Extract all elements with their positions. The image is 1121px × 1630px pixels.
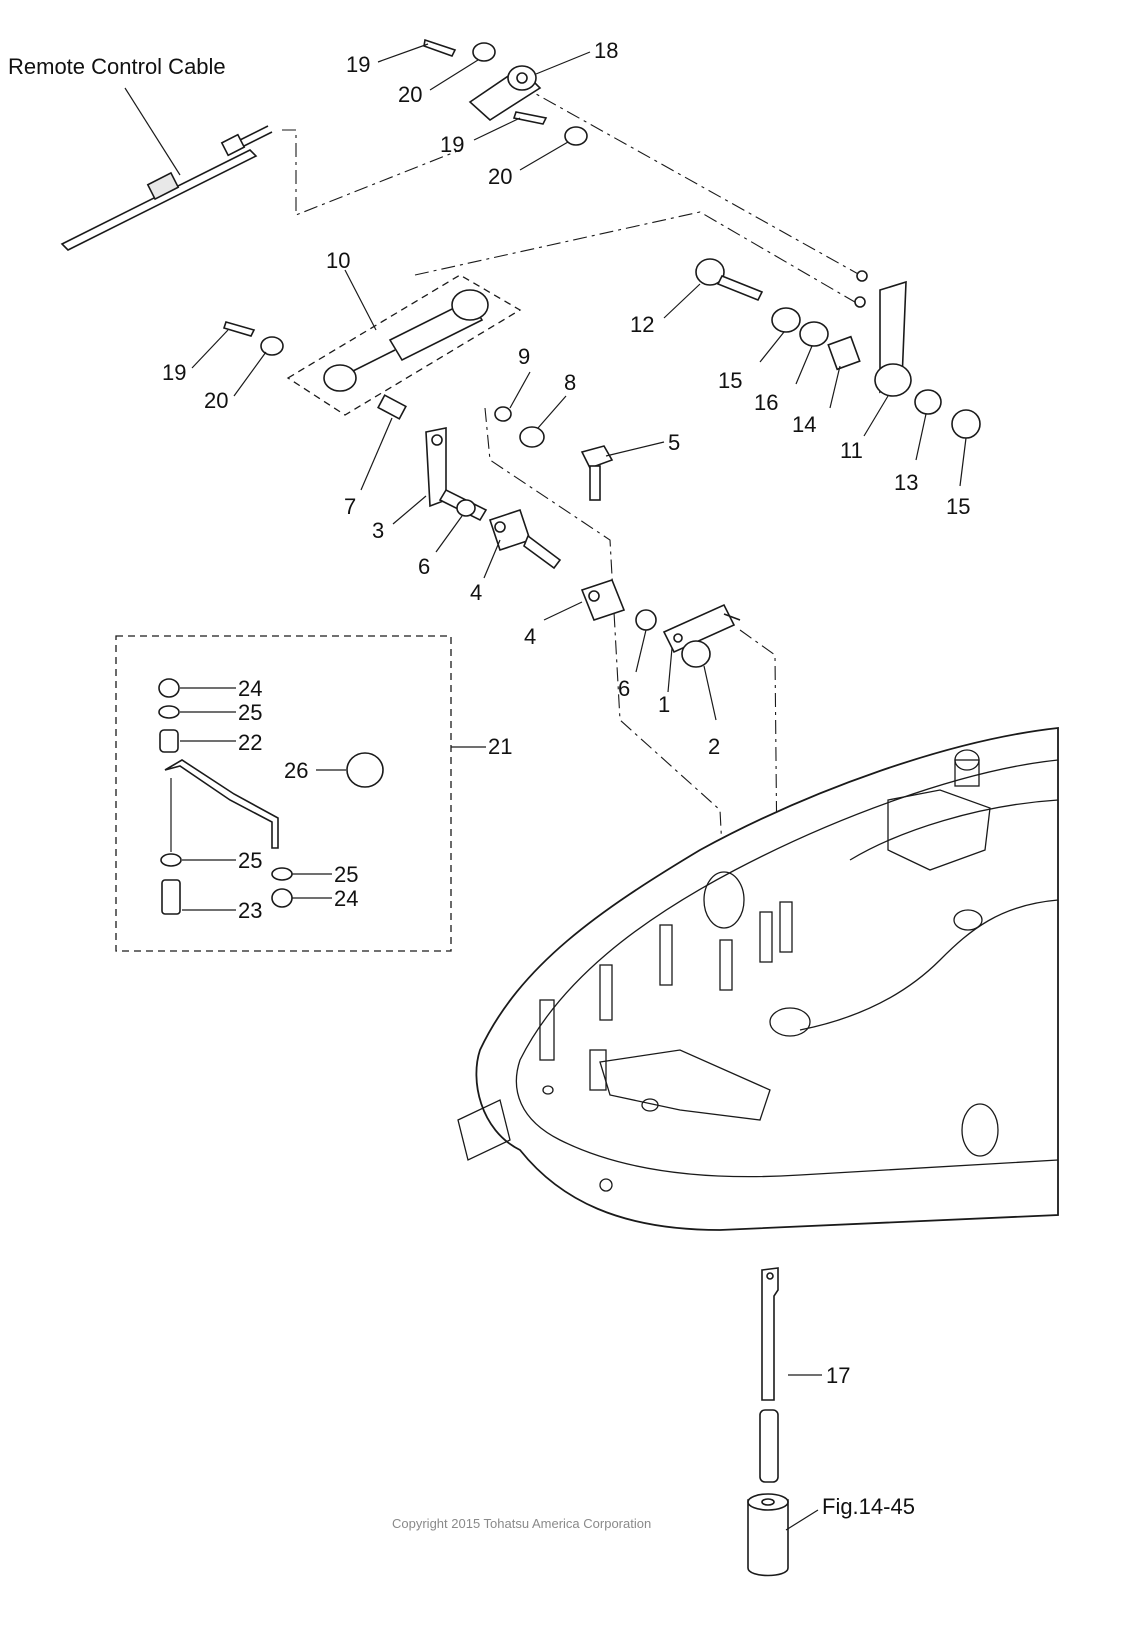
callout-15-b: 15 [946, 494, 970, 519]
callout-25-a: 25 [238, 700, 262, 725]
part-5-bolt[interactable] [580, 445, 614, 501]
callout-20-c: 20 [204, 388, 228, 413]
bottom-cowling [457, 726, 1059, 1231]
callout-16: 16 [754, 390, 778, 415]
leader-remote-cable [124, 87, 181, 176]
part-24-nut-a[interactable] [158, 678, 180, 698]
callout-24-b: 24 [334, 886, 358, 911]
callout-20-a: 20 [398, 82, 422, 107]
part-4-joint-b[interactable] [580, 579, 626, 621]
callout-18: 18 [594, 38, 618, 63]
callout-2: 2 [708, 734, 720, 759]
callout-11: 11 [840, 438, 863, 463]
part-20-washer-left[interactable] [260, 336, 284, 356]
fig-ref-label: Fig.14-45 [822, 1494, 915, 1519]
part-19-clip-left[interactable] [222, 321, 256, 337]
callout-labels: 19 20 18 19 20 10 19 20 9 8 5 7 3 6 4 4 … [162, 38, 970, 1519]
part-2-nut[interactable] [681, 640, 711, 668]
part-6-washer-b[interactable] [635, 609, 657, 631]
part-1-link-plate[interactable] [662, 603, 741, 654]
callout-24-a: 24 [238, 676, 262, 701]
part-6-washer-a[interactable] [456, 499, 476, 517]
part-20-washer-upper[interactable] [472, 42, 496, 62]
part-16-washer[interactable] [799, 321, 829, 347]
part-13-bushing[interactable] [914, 389, 942, 415]
callout-8: 8 [564, 370, 576, 395]
copyright-text: Copyright 2015 Tohatsu America Corporati… [392, 1516, 651, 1531]
callout-4-b: 4 [524, 624, 536, 649]
callout-6-b: 6 [618, 676, 630, 701]
part-7-pin[interactable] [377, 394, 407, 420]
callout-22: 22 [238, 730, 262, 755]
part-25-washer-a[interactable] [158, 705, 180, 719]
part-shift-coupler[interactable] [747, 1493, 789, 1577]
callout-3: 3 [372, 518, 384, 543]
callout-13: 13 [894, 470, 918, 495]
cable-guide-line [282, 129, 461, 216]
part-18-joint[interactable] [468, 65, 542, 122]
callout-12: 12 [630, 312, 654, 337]
callout-1: 1 [658, 692, 670, 717]
part-26-flange-nut[interactable] [346, 752, 384, 788]
callout-25-c: 25 [334, 862, 358, 887]
part-19-clip-upper[interactable] [423, 38, 457, 57]
part-14-collar[interactable] [827, 335, 861, 371]
callout-21: 21 [488, 734, 512, 759]
callout-17: 17 [826, 1363, 850, 1388]
part-shaft-sleeve[interactable] [759, 1409, 779, 1483]
part-9-washer[interactable] [494, 406, 512, 422]
leader-lines [170, 43, 967, 1531]
remote-control-cable-label: Remote Control Cable [8, 54, 226, 79]
callout-20-b: 20 [488, 164, 512, 189]
callout-9: 9 [518, 344, 530, 369]
callout-23: 23 [238, 898, 262, 923]
callout-19-b: 19 [440, 132, 464, 157]
part-23-bolt[interactable] [161, 879, 181, 915]
callout-14: 14 [792, 412, 816, 437]
part-3-lever[interactable] [425, 427, 488, 522]
part-24-nut-b[interactable] [271, 888, 293, 908]
remote-control-cable[interactable] [60, 125, 273, 251]
callout-7: 7 [344, 494, 356, 519]
part-15-washer-a[interactable] [771, 307, 801, 333]
guide-line-18 [519, 84, 861, 276]
part-10-rod[interactable] [323, 289, 489, 392]
callout-25-b: 25 [238, 848, 262, 873]
part-17-shift-rod[interactable] [761, 1267, 779, 1401]
callout-15-a: 15 [718, 368, 742, 393]
callout-5: 5 [668, 430, 680, 455]
part-8-nut[interactable] [519, 426, 545, 448]
callout-4-a: 4 [470, 580, 482, 605]
part-10-assembly-box [286, 274, 522, 416]
callout-19-a: 19 [346, 52, 370, 77]
part-11-lever[interactable] [854, 270, 912, 397]
part-20-washer-middle[interactable] [564, 126, 588, 146]
part-19-clip-middle[interactable] [512, 111, 548, 125]
callout-6-a: 6 [418, 554, 430, 579]
part-25-washer-c[interactable] [271, 867, 293, 881]
callout-26: 26 [284, 758, 308, 783]
part-22-bushing[interactable] [159, 729, 179, 753]
callout-19-c: 19 [162, 360, 186, 385]
guide-line-10 [414, 211, 861, 306]
part-25-washer-b[interactable] [160, 853, 182, 867]
part-4-joint-a[interactable] [488, 508, 562, 570]
callout-10: 10 [326, 248, 350, 273]
part-rod[interactable] [164, 759, 279, 849]
kit-21-box [115, 635, 452, 952]
part-12-stud-bolt[interactable] [695, 258, 764, 302]
part-15-washer-b[interactable] [951, 409, 981, 439]
